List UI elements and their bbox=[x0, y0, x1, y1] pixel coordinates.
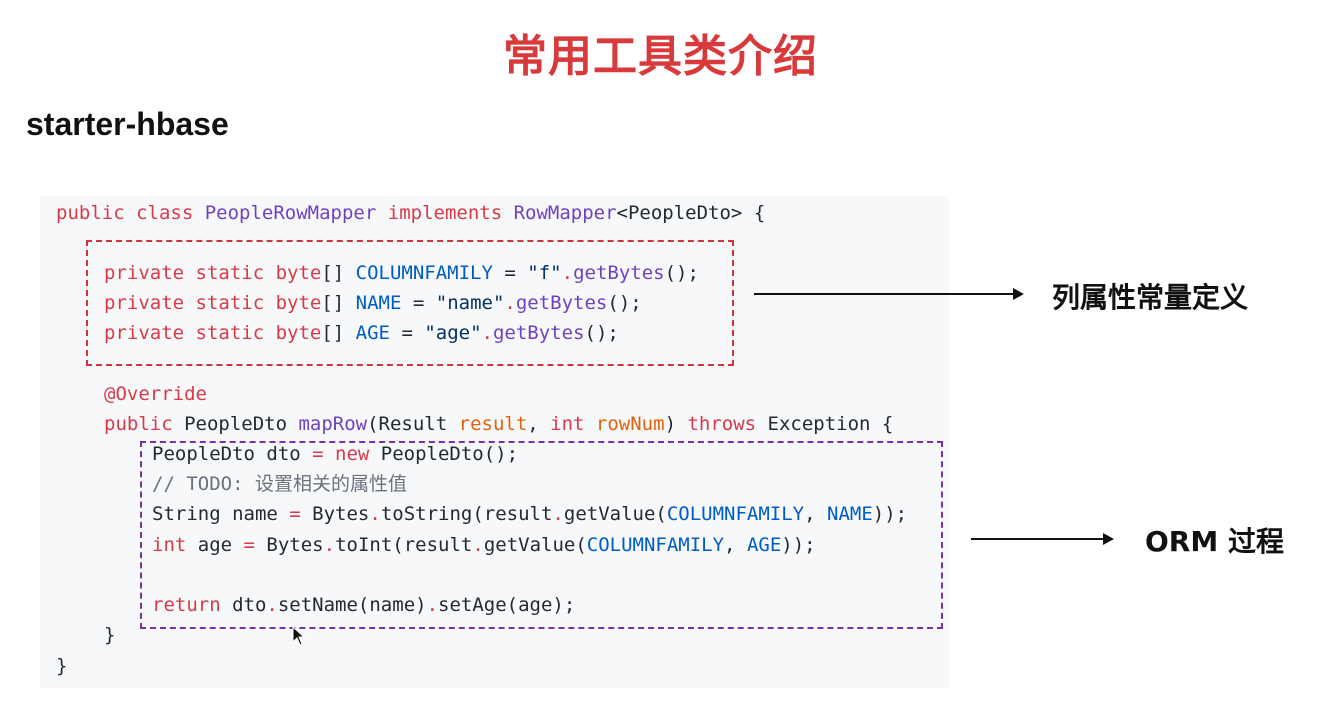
code-token: int bbox=[152, 534, 198, 556]
code-token: <PeopleDto> { bbox=[616, 202, 766, 224]
code-token: implements bbox=[387, 202, 514, 224]
slide-subtitle: starter-hbase bbox=[26, 106, 229, 142]
code-line: PeopleDto dto = new PeopleDto(); bbox=[152, 439, 518, 469]
code-token: toInt(result bbox=[335, 534, 473, 556]
code-token: . bbox=[426, 594, 439, 616]
code-line: return dto.setName(name).setAge(age); bbox=[152, 590, 575, 620]
code-token: PeopleDto dto bbox=[152, 443, 313, 465]
code-token: [] bbox=[321, 262, 356, 284]
code-token: ) bbox=[664, 413, 688, 435]
code-token: private static byte bbox=[104, 292, 322, 314]
code-line: private static byte[] NAME = "name".getB… bbox=[104, 288, 642, 318]
code-token: return bbox=[152, 594, 233, 616]
code-token: (); bbox=[584, 322, 619, 344]
code-token: = bbox=[390, 322, 425, 344]
code-token: getBytes bbox=[573, 262, 665, 284]
code-token: rowNum bbox=[595, 413, 665, 435]
code-token: } bbox=[104, 624, 116, 646]
code-token: private static byte bbox=[104, 262, 322, 284]
code-token: public bbox=[56, 202, 137, 224]
code-line: } bbox=[56, 651, 67, 681]
code-token: . bbox=[266, 594, 278, 616]
slide-title: 常用工具类介绍 bbox=[503, 31, 818, 82]
code-token: setAge(age); bbox=[438, 594, 576, 616]
code-line: public class PeopleRowMapper implements … bbox=[56, 198, 765, 228]
code-token: = bbox=[243, 534, 255, 556]
code-token: getBytes bbox=[515, 292, 608, 314]
code-line: int age = Bytes.toInt(result.getValue(CO… bbox=[152, 530, 816, 560]
code-token: public bbox=[104, 413, 185, 435]
code-line: public PeopleDto mapRow(Result result, i… bbox=[104, 409, 893, 439]
code-token: , bbox=[527, 413, 551, 435]
code-line: private static byte[] AGE = "age".getByt… bbox=[104, 318, 619, 348]
code-token: } bbox=[56, 655, 68, 677]
code-token: age bbox=[197, 534, 244, 556]
code-token: "f" bbox=[527, 262, 562, 284]
code-token: . bbox=[369, 503, 381, 525]
code-token: Exception { bbox=[767, 413, 894, 435]
code-token: private static byte bbox=[104, 322, 322, 344]
code-token: int bbox=[550, 413, 596, 435]
code-token: [] bbox=[321, 322, 356, 344]
mouse-cursor-icon bbox=[292, 626, 306, 646]
code-token: , bbox=[724, 534, 747, 556]
code-token: NAME bbox=[355, 292, 402, 314]
code-token: COLUMNFAMILY bbox=[666, 503, 805, 525]
code-token: result bbox=[458, 413, 528, 435]
code-token: dto bbox=[232, 594, 267, 616]
orm-process-highlight-box bbox=[140, 441, 943, 629]
code-token: . bbox=[561, 262, 574, 284]
code-token: "age" bbox=[424, 322, 482, 344]
arrow-to-column-constants-icon bbox=[754, 288, 1024, 300]
code-token: RowMapper bbox=[513, 202, 617, 224]
code-token: . bbox=[504, 292, 516, 314]
code-token: class bbox=[136, 202, 205, 224]
code-token: // TODO: 设置相关的属性值 bbox=[152, 473, 407, 495]
code-token: = new bbox=[312, 443, 381, 465]
code-token: getBytes bbox=[492, 322, 585, 344]
code-token: . bbox=[552, 503, 564, 525]
code-token: AGE bbox=[746, 534, 782, 556]
code-token: mapRow bbox=[298, 413, 368, 435]
code-token: , bbox=[804, 503, 827, 525]
code-token: . bbox=[481, 322, 493, 344]
code-line: @Override bbox=[104, 379, 207, 409]
code-token: (); bbox=[607, 292, 642, 314]
code-token: Bytes bbox=[300, 503, 370, 525]
code-token: PeopleDto(); bbox=[380, 443, 519, 465]
code-token: COLUMNFAMILY bbox=[586, 534, 725, 556]
orm-process-label: ORM 过程 bbox=[1145, 525, 1284, 558]
code-token: COLUMNFAMILY bbox=[355, 262, 493, 284]
code-token: [] bbox=[321, 292, 356, 314]
code-token: (Result bbox=[367, 413, 459, 435]
code-token: "name" bbox=[435, 292, 505, 314]
code-token: getValue( bbox=[483, 534, 587, 556]
code-token: = bbox=[492, 262, 528, 284]
arrow-to-orm-process-icon bbox=[971, 533, 1114, 545]
code-token: @Override bbox=[104, 383, 207, 405]
code-line: String name = Bytes.toString(result.getV… bbox=[152, 499, 907, 529]
code-token: throws bbox=[687, 413, 768, 435]
code-token: . bbox=[472, 534, 484, 556]
column-constants-highlight-box bbox=[86, 240, 734, 366]
code-token: NAME bbox=[827, 503, 873, 525]
code-token: PeopleDto bbox=[184, 413, 299, 435]
code-token: (); bbox=[664, 262, 699, 284]
code-line: private static byte[] COLUMNFAMILY = "f"… bbox=[104, 258, 699, 288]
code-token: getValue( bbox=[563, 503, 667, 525]
column-constants-label: 列属性常量定义 bbox=[1052, 281, 1249, 314]
code-token: = bbox=[289, 503, 301, 525]
code-token: )); bbox=[872, 503, 908, 525]
code-token: setName(name) bbox=[277, 594, 427, 616]
code-token: String name bbox=[152, 503, 290, 525]
code-line: // TODO: 设置相关的属性值 bbox=[152, 469, 407, 499]
code-token: PeopleRowMapper bbox=[204, 202, 388, 224]
code-token: AGE bbox=[355, 322, 390, 344]
code-line: } bbox=[104, 620, 115, 650]
code-token: toString(result bbox=[380, 503, 553, 525]
code-token: )); bbox=[781, 534, 816, 556]
code-token: Bytes bbox=[254, 534, 324, 556]
code-token: . bbox=[323, 534, 336, 556]
code-token: = bbox=[401, 292, 436, 314]
